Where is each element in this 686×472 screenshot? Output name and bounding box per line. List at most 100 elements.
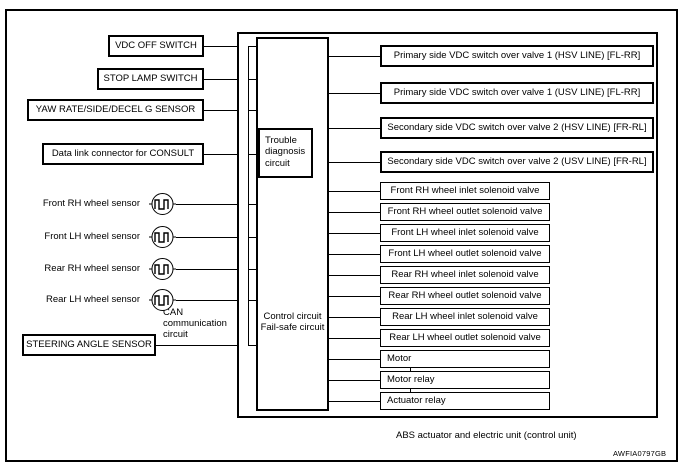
input-box-vdc-off-switch[interactable]: VDC OFF SWITCH — [108, 35, 204, 57]
wire-out-3 — [329, 128, 380, 129]
control-circuit-box: Control circuit Fail-safe circuit — [256, 37, 329, 411]
output-box-vdc-valve-1-usv[interactable]: Primary side VDC switch over valve 1 (US… — [380, 82, 654, 104]
input-box-stop-lamp-switch[interactable]: STOP LAMP SWITCH — [97, 68, 204, 90]
output-label-rear-lh-inlet: Rear LH wheel inlet solenoid valve — [392, 311, 538, 323]
wheel-sensor-text-front-rh: Front RH wheel sensor — [42, 198, 140, 209]
wire-stub-control-8 — [248, 300, 258, 301]
pulse-wave-icon — [149, 288, 176, 312]
wire-out-8 — [329, 254, 380, 255]
wire-out-4 — [329, 162, 380, 163]
output-label-rear-rh-inlet: Rear RH wheel inlet solenoid valve — [391, 269, 539, 281]
trouble-diagnosis-line-3: circuit — [265, 157, 290, 169]
can-label-line-3: circuit — [163, 328, 188, 340]
wire-out-7 — [329, 233, 380, 234]
wire-rear-rh-wheel-sensor — [176, 269, 239, 270]
trouble-diagnosis-circuit-box: Trouble diagnosis circuit — [258, 128, 313, 178]
wire-out-6 — [329, 212, 380, 213]
input-label-vdc-off-switch: VDC OFF SWITCH — [115, 40, 197, 52]
wire-stub-control-2 — [248, 79, 258, 80]
wire-stub-control-7 — [248, 269, 258, 270]
output-label-rear-rh-outlet: Rear RH wheel outlet solenoid valve — [388, 290, 542, 302]
input-label-yaw-rate-side-decel-g-sensor: YAW RATE/SIDE/DECEL G SENSOR — [35, 104, 196, 116]
wire-out-14 — [329, 380, 380, 381]
trouble-diagnosis-line-1: Trouble — [265, 135, 297, 146]
wire-out-15 — [329, 401, 380, 402]
wire-out-10 — [329, 296, 380, 297]
wire-motor-to-motor-relay — [410, 365, 411, 376]
output-box-front-rh-inlet[interactable]: Front RH wheel inlet solenoid valve — [380, 182, 550, 200]
pulse-wave-icon — [149, 192, 176, 216]
wire-stub-control-5 — [248, 204, 258, 205]
can-label-line-1: CAN — [163, 307, 184, 318]
wire-out-2 — [329, 93, 380, 94]
output-label-actuator-relay: Actuator relay — [387, 395, 446, 407]
wire-stub-control-6 — [248, 237, 258, 238]
output-label-front-lh-inlet: Front LH wheel inlet solenoid valve — [391, 227, 539, 239]
can-label-line-2: communication — [163, 317, 227, 329]
wire-out-12 — [329, 338, 380, 339]
wheel-sensor-label-front-lh: Front LH wheel sensor — [14, 231, 140, 243]
wire-left-bus — [248, 46, 249, 345]
wheel-sensor-text-rear-rh: Rear RH wheel sensor — [44, 263, 140, 274]
output-box-front-lh-inlet[interactable]: Front LH wheel inlet solenoid valve — [380, 224, 550, 242]
wheel-sensor-label-front-rh: Front RH wheel sensor — [14, 198, 140, 210]
output-box-actuator-relay[interactable]: Actuator relay — [380, 392, 550, 410]
output-box-motor[interactable]: Motor — [380, 350, 550, 368]
trouble-diagnosis-line-2: diagnosis — [265, 146, 306, 158]
wire-stub-control-4 — [248, 154, 258, 155]
input-box-steering-angle-sensor[interactable]: STEERING ANGLE SENSOR — [22, 334, 156, 356]
output-box-rear-lh-outlet[interactable]: Rear LH wheel outlet solenoid valve — [380, 329, 550, 347]
output-label-vdc-valve-1-hsv: Primary side VDC switch over valve 1 (HS… — [393, 50, 641, 62]
wheel-sensor-label-rear-lh: Rear LH wheel sensor — [14, 294, 140, 306]
pulse-wave-icon — [149, 225, 176, 249]
wire-front-rh-wheel-sensor — [176, 204, 239, 205]
output-box-rear-rh-outlet[interactable]: Rear RH wheel outlet solenoid valve — [380, 287, 550, 305]
output-box-front-lh-outlet[interactable]: Front LH wheel outlet solenoid valve — [380, 245, 550, 263]
wire-stub-control-1 — [248, 46, 258, 47]
wheel-sensor-label-rear-rh: Rear RH wheel sensor — [14, 263, 140, 275]
wire-out-11 — [329, 317, 380, 318]
control-circuit-line-2: Fail-safe circuit — [260, 322, 325, 334]
wire-stub-control-9 — [248, 345, 258, 346]
output-box-rear-lh-inlet[interactable]: Rear LH wheel inlet solenoid valve — [380, 308, 550, 326]
wire-yaw-rate-sensor — [203, 110, 239, 111]
input-label-steering-angle-sensor: STEERING ANGLE SENSOR — [26, 339, 152, 351]
input-label-data-link-connector: Data link connector for CONSULT — [51, 148, 195, 160]
output-label-front-rh-inlet: Front RH wheel inlet solenoid valve — [390, 185, 540, 197]
wire-data-link-connector — [203, 154, 239, 155]
output-label-motor-relay: Motor relay — [387, 374, 435, 386]
input-box-yaw-rate-side-decel-g-sensor[interactable]: YAW RATE/SIDE/DECEL G SENSOR — [27, 99, 204, 121]
wire-out-13 — [329, 359, 380, 360]
wire-out-1 — [329, 56, 380, 57]
input-box-data-link-connector[interactable]: Data link connector for CONSULT — [42, 143, 204, 165]
wire-out-9 — [329, 275, 380, 276]
output-box-vdc-valve-1-hsv[interactable]: Primary side VDC switch over valve 1 (HS… — [380, 45, 654, 67]
page-frame — [5, 9, 678, 462]
output-label-front-lh-outlet: Front LH wheel outlet solenoid valve — [388, 248, 542, 260]
output-label-front-rh-outlet: Front RH wheel outlet solenoid valve — [387, 206, 543, 218]
wire-front-lh-wheel-sensor — [176, 237, 239, 238]
output-box-vdc-valve-2-hsv[interactable]: Secondary side VDC switch over valve 2 (… — [380, 117, 654, 139]
input-label-stop-lamp-switch: STOP LAMP SWITCH — [103, 73, 198, 85]
output-box-front-rh-outlet[interactable]: Front RH wheel outlet solenoid valve — [380, 203, 550, 221]
output-box-rear-rh-inlet[interactable]: Rear RH wheel inlet solenoid valve — [380, 266, 550, 284]
diagram-caption: ABS actuator and electric unit (control … — [396, 430, 577, 441]
wheel-sensor-text-front-lh: Front LH wheel sensor — [44, 231, 140, 242]
wire-motor-relay-to-actuator-relay — [410, 386, 411, 397]
control-circuit-line-1: Control circuit — [263, 311, 322, 322]
output-label-vdc-valve-2-usv: Secondary side VDC switch over valve 2 (… — [387, 156, 647, 168]
wire-stop-lamp-switch — [203, 79, 239, 80]
wheel-sensor-text-rear-lh: Rear LH wheel sensor — [46, 294, 140, 305]
output-box-motor-relay[interactable]: Motor relay — [380, 371, 550, 389]
control-circuit-label: Control circuit Fail-safe circuit — [258, 311, 327, 334]
reference-code: AWFIA0797GB — [613, 449, 667, 458]
output-label-rear-lh-outlet: Rear LH wheel outlet solenoid valve — [389, 332, 541, 344]
wire-steering-angle-sensor — [156, 345, 239, 346]
wire-out-5 — [329, 191, 380, 192]
wire-rear-lh-wheel-sensor — [176, 300, 239, 301]
output-label-vdc-valve-1-usv: Primary side VDC switch over valve 1 (US… — [393, 87, 641, 99]
output-box-vdc-valve-2-usv[interactable]: Secondary side VDC switch over valve 2 (… — [380, 151, 654, 173]
output-label-vdc-valve-2-hsv: Secondary side VDC switch over valve 2 (… — [387, 122, 647, 134]
can-communication-circuit-label: CAN communication circuit — [163, 307, 243, 341]
